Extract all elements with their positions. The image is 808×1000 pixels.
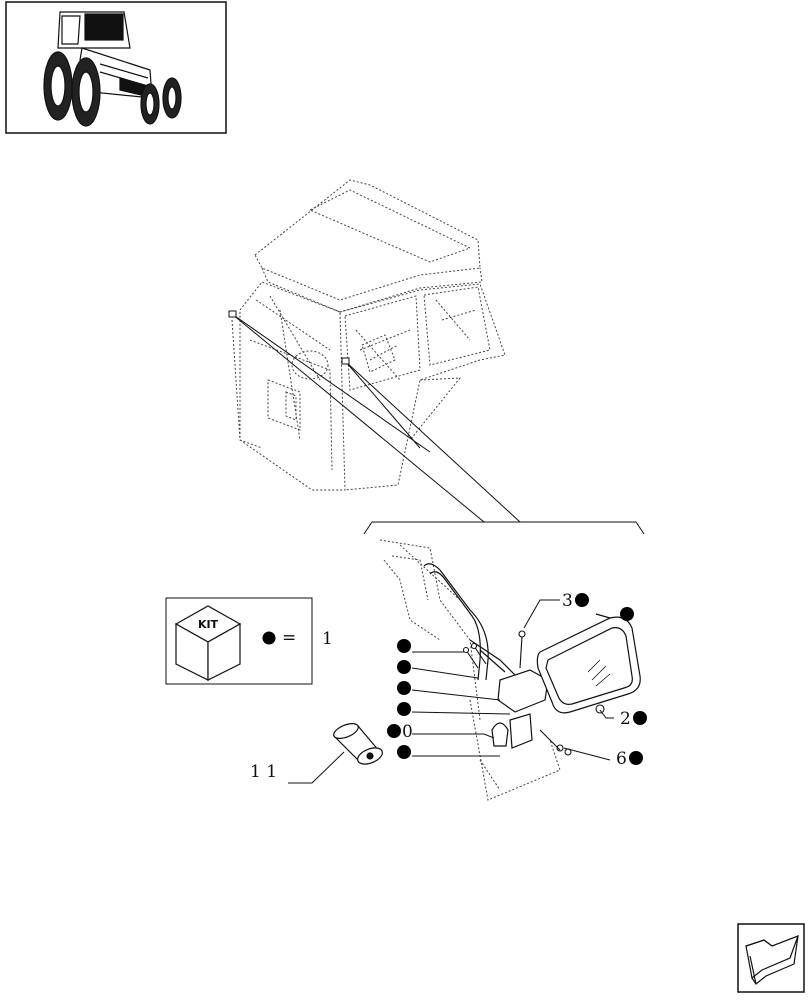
- callout-3: 3: [562, 591, 589, 611]
- kit-marker-dot: [387, 724, 401, 738]
- svg-text:6: 6: [616, 749, 627, 769]
- callout-marker-7: [397, 702, 411, 716]
- svg-text:2: 2: [620, 709, 631, 729]
- kit-box-icon: [174, 605, 242, 681]
- next-page-arrow-icon: [745, 934, 800, 985]
- kit-legend: KIT = 1: [165, 597, 333, 685]
- kit-marker-dot: [575, 593, 589, 607]
- kit-label: KIT: [198, 618, 219, 631]
- callout-marker-4: [397, 681, 411, 695]
- tractor-icon: [43, 11, 182, 127]
- callout-6: 6: [616, 749, 643, 769]
- callout-2: 2: [620, 709, 647, 729]
- kit-marker-dot: [262, 631, 276, 645]
- callout-marker-1: [620, 607, 634, 621]
- detail-leader-lines: [228, 310, 645, 535]
- detail-view: [332, 539, 641, 801]
- kit-marker-dot: [633, 711, 647, 725]
- mirror-bracket: [491, 669, 549, 749]
- callout-leaders: [288, 599, 614, 784]
- callout-10: 0: [387, 722, 413, 742]
- bolts: [462, 630, 605, 756]
- next-page-button[interactable]: [737, 923, 805, 993]
- callout-marker-9: [397, 745, 411, 759]
- thumbnail-frame[interactable]: [5, 1, 227, 134]
- callout-marker-8: [397, 660, 411, 674]
- cab-assembly: [231, 179, 506, 491]
- svg-text:1 1: 1 1: [250, 762, 277, 782]
- callout-11: 1 1: [250, 762, 277, 782]
- mirror-head: [536, 613, 641, 714]
- part-11-cylinder: [332, 723, 383, 765]
- svg-text:3: 3: [562, 591, 573, 611]
- legend-equals: =: [282, 628, 296, 648]
- callout-marker-5: [397, 639, 411, 653]
- kit-marker-dot: [629, 751, 643, 765]
- svg-text:0: 0: [402, 722, 413, 742]
- legend-part-number: 1: [322, 629, 333, 649]
